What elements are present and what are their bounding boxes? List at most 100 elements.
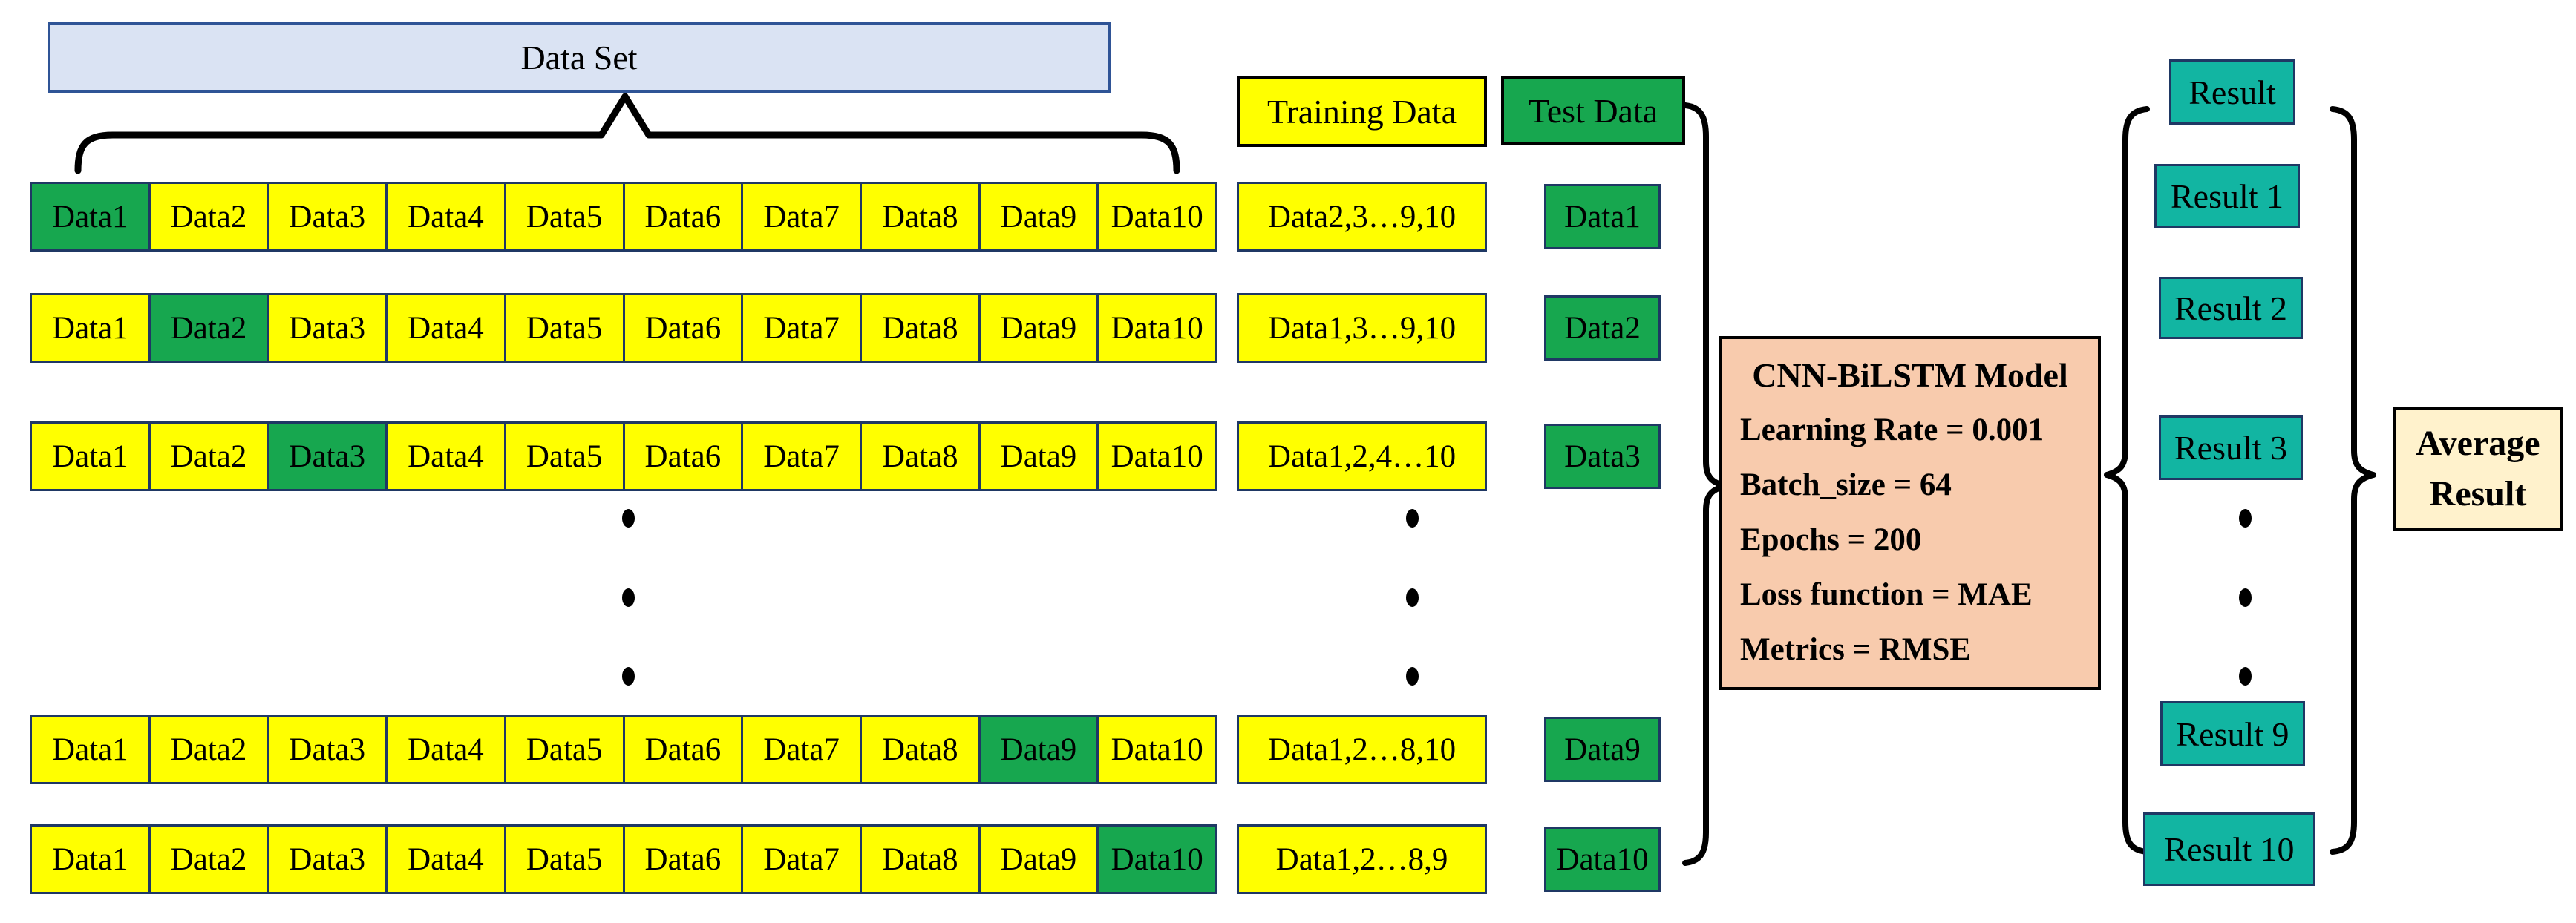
dataset-header: Data Set [48, 22, 1111, 93]
test-cell: Data1 [1544, 184, 1661, 249]
data-cell: Data6 [622, 421, 744, 491]
dot-icon [2238, 667, 2252, 686]
test-cell: Data3 [1544, 424, 1661, 489]
model-param: Batch_size = 64 [1740, 467, 1952, 502]
data-cell: Data1 [30, 182, 151, 252]
data-cell: Data1 [30, 293, 151, 363]
result-item: Result 2 [2159, 277, 2303, 339]
data-cell: Data7 [741, 293, 862, 363]
data-cell: Data4 [385, 824, 506, 894]
data-cell: Data8 [859, 715, 981, 784]
result-header: Result [2169, 59, 2295, 125]
data-cell: Data6 [622, 824, 744, 894]
data-cell: Data2 [148, 824, 269, 894]
data-cell: Data2 [148, 715, 269, 784]
test-cell: Data10 [1544, 827, 1661, 892]
results-group-right-brace [2330, 106, 2376, 855]
data-cell: Data3 [267, 182, 388, 252]
data-cell: Data6 [622, 182, 744, 252]
dataset-brace [74, 93, 1180, 174]
data-cell: Data5 [503, 824, 625, 894]
average-result-line1: Average [2416, 424, 2540, 464]
data-cell: Data3 [267, 293, 388, 363]
data-cell: Data8 [859, 421, 981, 491]
test-data-header: Test Data [1501, 76, 1685, 145]
data-cell: Data8 [859, 824, 981, 894]
data-cell: Data9 [978, 715, 1099, 784]
result-item: Result 10 [2143, 812, 2315, 886]
dot-icon [1405, 588, 1419, 607]
model-param: Metrics = RMSE [1740, 632, 1972, 667]
data-cell: Data4 [385, 715, 506, 784]
data-cell: Data2 [148, 182, 269, 252]
data-cell: Data4 [385, 293, 506, 363]
data-cell: Data10 [1096, 715, 1218, 784]
result-item: Result 3 [2159, 415, 2303, 480]
data-cell: Data9 [978, 293, 1099, 363]
data-cell: Data8 [859, 182, 981, 252]
data-cell: Data9 [978, 182, 1099, 252]
test-cell: Data9 [1544, 717, 1661, 782]
training-cell: Data1,2…8,9 [1237, 824, 1487, 894]
data-cell: Data10 [1096, 421, 1218, 491]
model-title: CNN-BiLSTM Model [1752, 356, 2068, 394]
data-cell: Data3 [267, 421, 388, 491]
data-cell: Data7 [741, 824, 862, 894]
data-cell: Data10 [1096, 824, 1218, 894]
data-cell: Data9 [978, 421, 1099, 491]
data-cell: Data5 [503, 421, 625, 491]
training-cell: Data1,2…8,10 [1237, 715, 1487, 784]
ellipsis-dots-middle [1405, 509, 1419, 686]
dot-icon [1405, 667, 1419, 686]
data-cell: Data7 [741, 715, 862, 784]
model-param: Learning Rate = 0.001 [1740, 413, 2044, 447]
dot-icon [2238, 509, 2252, 528]
data-cell: Data6 [622, 293, 744, 363]
data-cell: Data3 [267, 715, 388, 784]
data-cell: Data5 [503, 715, 625, 784]
training-data-header: Training Data [1237, 76, 1487, 147]
data-cell: Data10 [1096, 293, 1218, 363]
data-cell: Data5 [503, 182, 625, 252]
data-cell: Data4 [385, 182, 506, 252]
data-cell: Data7 [741, 182, 862, 252]
results-group-left-brace [2104, 106, 2150, 855]
data-cell: Data8 [859, 293, 981, 363]
data-cell: Data1 [30, 715, 151, 784]
result-item: Result 9 [2160, 701, 2305, 766]
data-cell: Data7 [741, 421, 862, 491]
dot-icon [621, 667, 635, 686]
average-result-box: Average Result [2393, 407, 2563, 531]
data-cell: Data2 [148, 421, 269, 491]
dot-icon [621, 509, 635, 528]
dot-icon [2238, 588, 2252, 607]
dot-icon [1405, 509, 1419, 528]
ellipsis-dots-folds [621, 509, 635, 686]
model-param: Loss function = MAE [1740, 577, 2033, 612]
data-cell: Data10 [1096, 182, 1218, 252]
data-cell: Data4 [385, 421, 506, 491]
result-item: Result 1 [2154, 164, 2300, 228]
ellipsis-dots-results [2237, 509, 2252, 686]
data-cell: Data6 [622, 715, 744, 784]
data-cell: Data1 [30, 824, 151, 894]
data-cell: Data3 [267, 824, 388, 894]
test-cell: Data2 [1544, 295, 1661, 361]
model-param: Epochs = 200 [1740, 522, 1922, 557]
training-cell: Data2,3…9,10 [1237, 182, 1487, 252]
data-cell: Data1 [30, 421, 151, 491]
data-cell: Data9 [978, 824, 1099, 894]
data-cell: Data2 [148, 293, 269, 363]
average-result-line2: Result [2429, 473, 2527, 513]
training-cell: Data1,2,4…10 [1237, 421, 1487, 491]
training-cell: Data1,3…9,10 [1237, 293, 1487, 363]
dot-icon [621, 588, 635, 607]
